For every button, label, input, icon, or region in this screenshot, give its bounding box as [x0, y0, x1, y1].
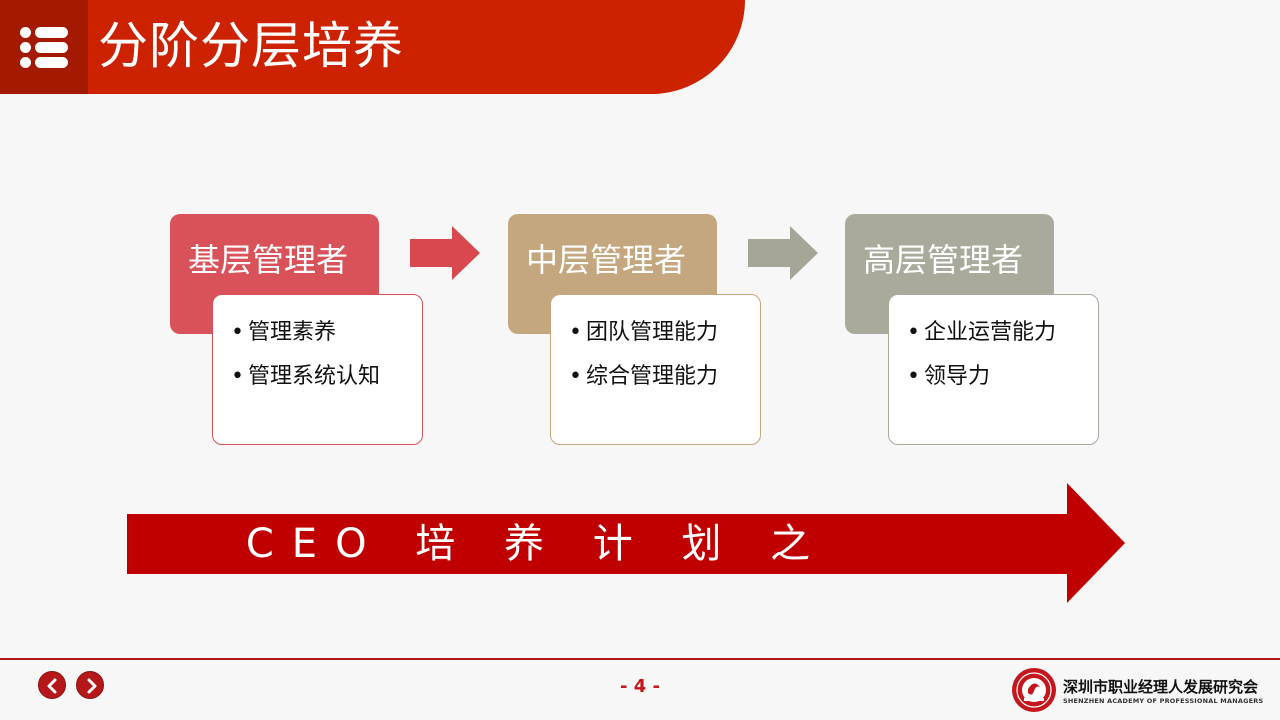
- stage-senior-manager-card: •企业运营能力 •领导力: [888, 294, 1099, 445]
- list-item: •管理素养: [231, 320, 337, 345]
- chevron-left-icon[interactable]: [38, 671, 66, 699]
- list-item: •企业运营能力: [907, 320, 1057, 345]
- stage-basic-manager-card: •管理素养 •管理系统认知: [212, 294, 423, 445]
- stage-title: 高层管理者: [863, 241, 1024, 279]
- stage-middle-manager-card: •团队管理能力 •综合管理能力: [550, 294, 761, 445]
- page-number: - 4 -: [620, 676, 660, 697]
- page-title: 分阶分层培养: [98, 17, 404, 75]
- stage-title: 基层管理者: [188, 241, 349, 279]
- header-bar: [0, 0, 745, 94]
- association-seal-icon: [1012, 668, 1056, 712]
- list-item: •团队管理能力: [569, 320, 719, 345]
- org-name-cn: 深圳市职业经理人发展研究会: [1063, 678, 1259, 696]
- arrow-right-icon: [748, 226, 818, 280]
- list-item: •领导力: [907, 364, 991, 389]
- arrow-right-icon: [410, 226, 480, 280]
- chevron-right-icon[interactable]: [76, 671, 104, 699]
- footer-divider: [0, 658, 1280, 660]
- list-icon[interactable]: [0, 0, 88, 94]
- list-item: •综合管理能力: [569, 364, 719, 389]
- banner-arrow: [127, 483, 1125, 603]
- org-name-en: SHENZHEN ACADEMY OF PROFESSIONAL MANAGER…: [1063, 697, 1264, 705]
- list-item: •管理系统认知: [231, 364, 381, 389]
- stage-title: 中层管理者: [526, 241, 687, 279]
- banner-text: CEO 培 养 计 划 之: [245, 521, 829, 567]
